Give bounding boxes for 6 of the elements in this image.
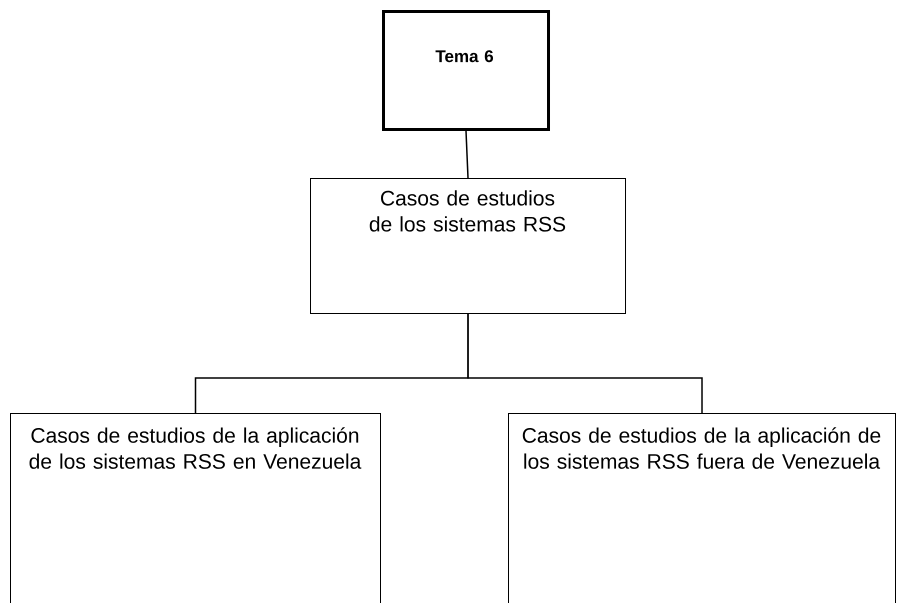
connector: [467, 314, 703, 413]
topic-box: Tema 6: [382, 10, 550, 131]
process-box: Casos de estudios de los sistemas RSS: [310, 178, 626, 314]
connector: [465, 130, 469, 178]
process-box: Casos de estudios de la aplicación de los sistemas RSS en Venezuela: [10, 413, 381, 603]
process-box: Casos de estudios de la aplicación de los sistemas RSS fuera de Venezuela: [508, 413, 896, 603]
